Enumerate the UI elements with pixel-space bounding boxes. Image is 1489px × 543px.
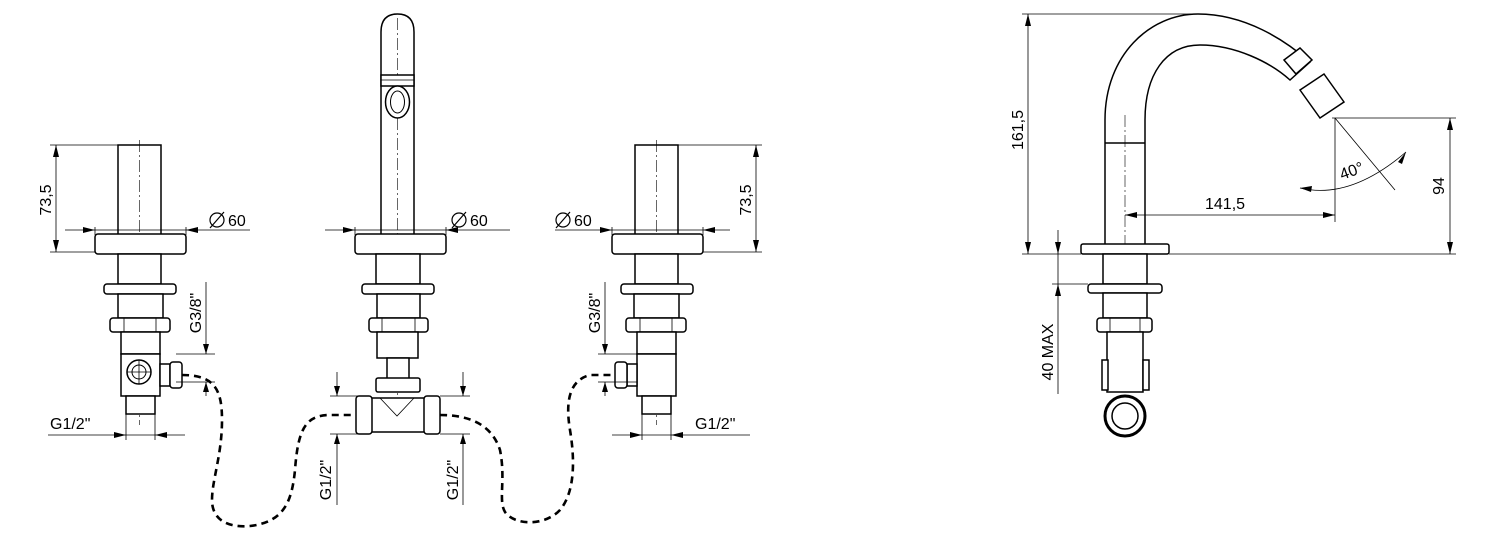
right-inlet-thread-label: G1/2": [695, 416, 735, 433]
center-diameter-label: 60: [470, 213, 488, 230]
side-total-height-label: 161,5: [1010, 110, 1027, 150]
left-valve-dimensions: [48, 144, 250, 440]
side-max-deck-label: 40 MAX: [1040, 323, 1057, 380]
left-diameter-label: 60: [228, 213, 246, 230]
right-diameter-label: 60: [574, 213, 592, 230]
right-valve-dimensions: [555, 144, 762, 440]
left-valve: [94, 140, 187, 425]
left-outlet-thread-label: G3/8": [188, 293, 205, 333]
left-height-label: 73,5: [38, 184, 55, 215]
left-inlet-thread-label: G1/2": [50, 416, 90, 433]
right-height-label: 73,5: [738, 184, 755, 215]
center-spout: [354, 13, 447, 435]
tee-left-thread-label: G1/2": [318, 460, 335, 500]
diameter-symbol-icon: [451, 211, 467, 229]
side-view-dimensions: [1022, 13, 1456, 394]
center-spout-dimensions: [325, 227, 510, 505]
flexible-hoses: [181, 373, 615, 528]
diameter-symbol-icon: [209, 211, 225, 229]
side-view-spout: [1080, 13, 1346, 438]
right-outlet-thread-label: G3/8": [587, 293, 604, 333]
right-valve: [611, 140, 704, 425]
side-angle-label: 40°: [1338, 160, 1367, 184]
tee-right-thread-label: G1/2": [445, 460, 462, 500]
side-reach-label: 141,5: [1205, 196, 1245, 213]
diameter-symbol-icon: [555, 211, 571, 229]
side-spray-height-label: 94: [1431, 177, 1448, 195]
